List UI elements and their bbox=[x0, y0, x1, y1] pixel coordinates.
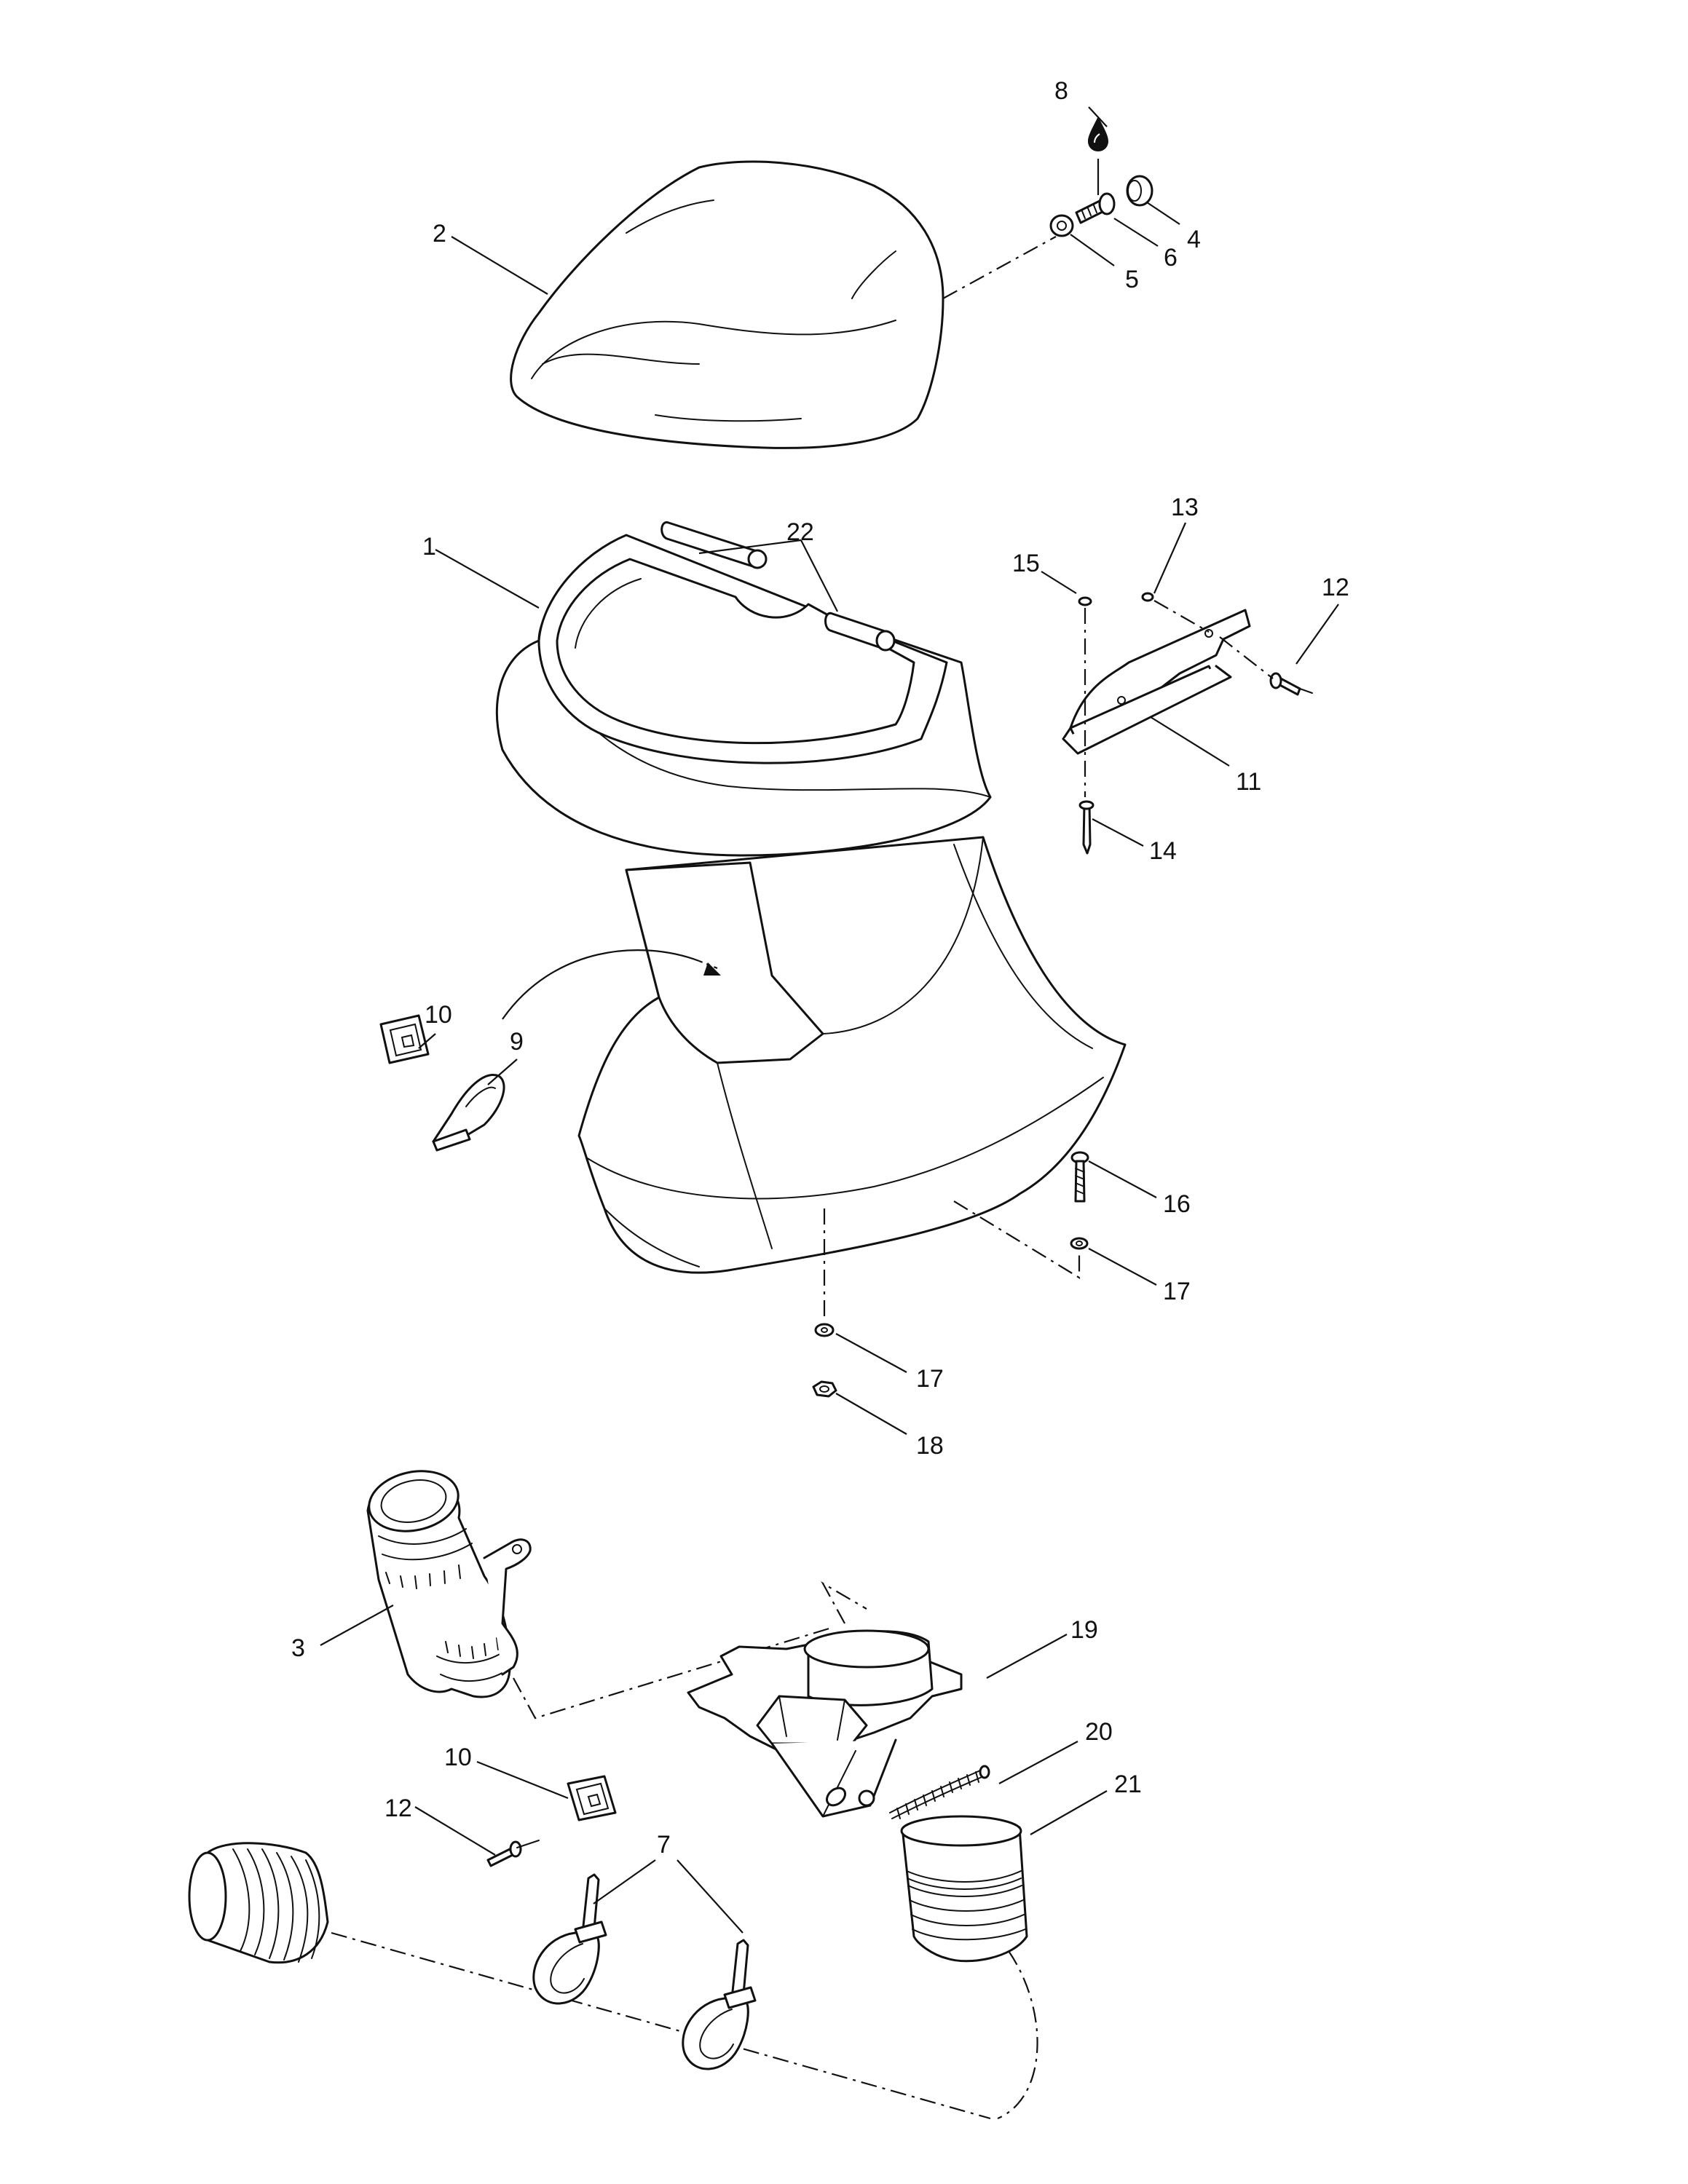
part-5-washer bbox=[1049, 214, 1074, 237]
part-7-cable-tie-right bbox=[682, 1939, 757, 2070]
part-8-sealant-drop-icon bbox=[1088, 116, 1108, 151]
callout-14: 14 bbox=[1149, 837, 1177, 865]
arrow-head-icon bbox=[703, 962, 721, 976]
part-7-cable-tie-left bbox=[532, 1873, 607, 2005]
part-12-rivet-top bbox=[1269, 672, 1313, 696]
part-18-nut bbox=[812, 1380, 837, 1398]
part-4-cap bbox=[1126, 175, 1153, 207]
part-10-tie-mount-top bbox=[379, 1014, 430, 1064]
callout-10-top: 10 bbox=[425, 1001, 452, 1029]
callout-15: 15 bbox=[1012, 550, 1040, 577]
callout-labels: 1 2 3 4 5 6 7 8 9 10 10 11 12 12 13 14 1… bbox=[291, 77, 1349, 1859]
leader-lines bbox=[320, 106, 1339, 1934]
cover-fastener-axis bbox=[942, 236, 1057, 299]
part-13-washer bbox=[1141, 592, 1154, 602]
callout-18: 18 bbox=[916, 1432, 944, 1460]
callout-4: 4 bbox=[1187, 226, 1201, 253]
part-20-spring bbox=[889, 1765, 990, 1819]
callout-12-bottom: 12 bbox=[384, 1795, 412, 1822]
callout-3: 3 bbox=[291, 1634, 305, 1662]
part-21-bellows bbox=[900, 1815, 1028, 1963]
part-9-clamp bbox=[432, 1074, 505, 1152]
part-14-pin bbox=[1078, 800, 1095, 855]
callout-5: 5 bbox=[1125, 266, 1139, 293]
part-17-washer-right bbox=[1070, 1237, 1089, 1250]
part-15-washer bbox=[1078, 596, 1092, 606]
callout-22: 22 bbox=[786, 518, 814, 546]
part-16-bolt bbox=[1070, 1151, 1089, 1203]
part-12-rivet-bottom bbox=[486, 1840, 540, 1867]
part-17-washer-bottom bbox=[814, 1323, 835, 1337]
callout-9: 9 bbox=[510, 1028, 524, 1056]
part-11-bracket bbox=[1062, 609, 1251, 755]
callout-16: 16 bbox=[1163, 1190, 1191, 1218]
callout-2: 2 bbox=[433, 220, 446, 248]
callout-11: 11 bbox=[1236, 768, 1261, 796]
callout-17-right: 17 bbox=[1163, 1278, 1191, 1305]
callout-1: 1 bbox=[422, 533, 436, 561]
part-3-adapter bbox=[366, 1470, 532, 1698]
part-6-screw bbox=[1075, 192, 1116, 224]
callout-20: 20 bbox=[1085, 1718, 1113, 1746]
hose-bellows-left bbox=[188, 1842, 329, 1964]
part-2-upper-cover bbox=[510, 160, 944, 449]
callout-21: 21 bbox=[1114, 1770, 1142, 1798]
part-10-tie-mount-bottom bbox=[567, 1775, 617, 1821]
callout-12-top: 12 bbox=[1322, 574, 1349, 601]
callout-19: 19 bbox=[1070, 1616, 1098, 1644]
callout-8: 8 bbox=[1054, 77, 1068, 105]
part-22-strips bbox=[660, 521, 896, 652]
part-19-mount-plate bbox=[687, 1629, 963, 1818]
part-1-housing bbox=[495, 534, 1127, 1274]
callout-13: 13 bbox=[1171, 494, 1199, 521]
callout-6: 6 bbox=[1164, 244, 1178, 272]
callout-10-bottom: 10 bbox=[444, 1744, 472, 1771]
callout-7: 7 bbox=[657, 1831, 671, 1859]
callout-17-bottom: 17 bbox=[916, 1365, 944, 1393]
insert-arrow bbox=[502, 949, 700, 1020]
